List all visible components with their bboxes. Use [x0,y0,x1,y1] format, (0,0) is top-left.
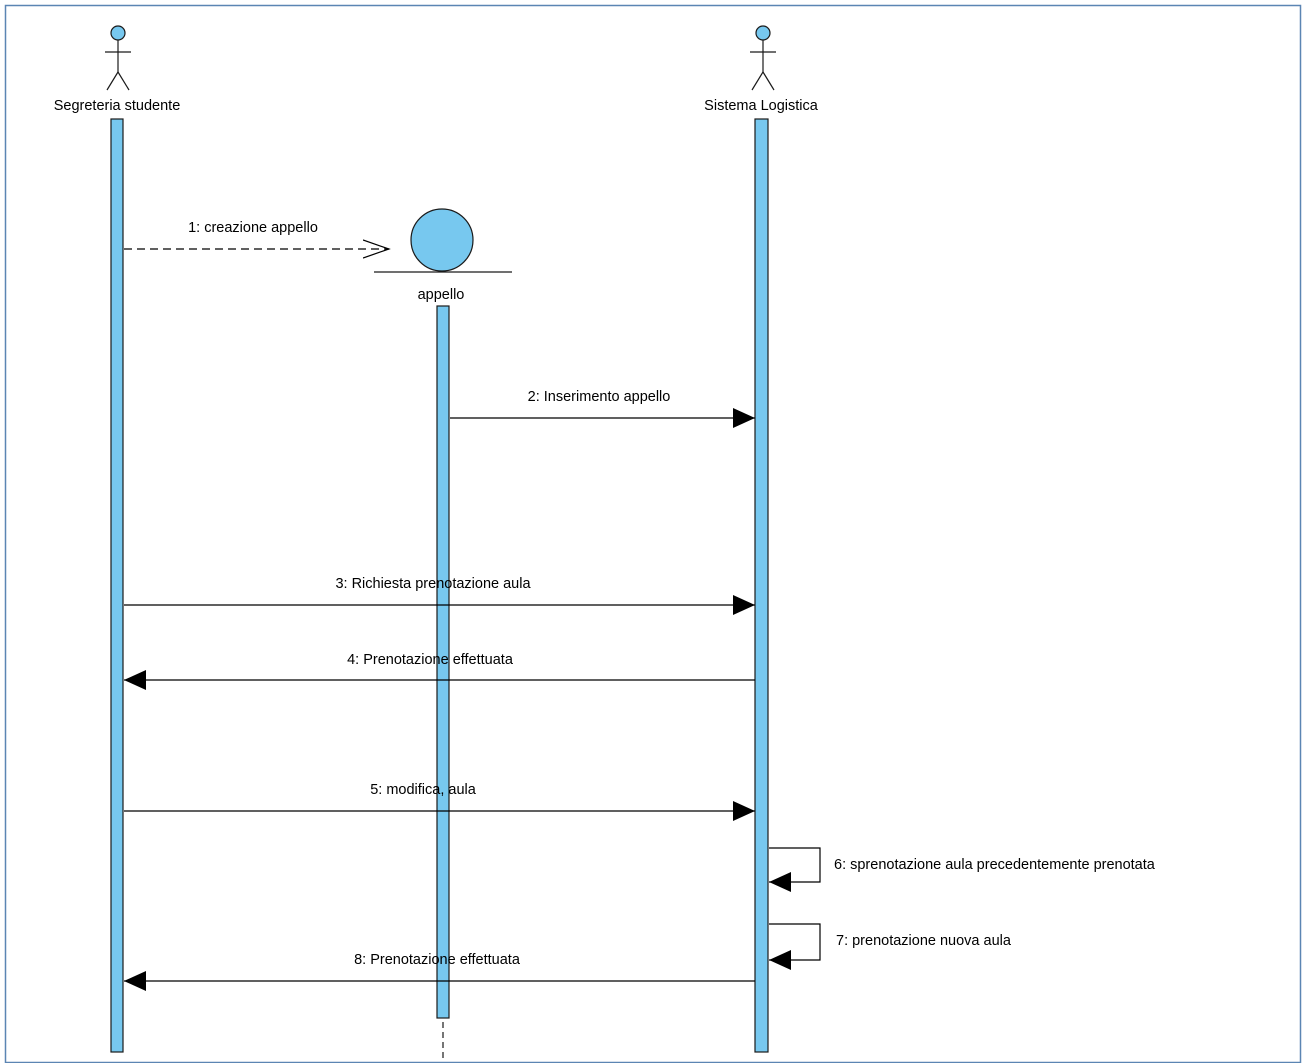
message-5[interactable]: 5: modifica, aula [124,782,755,821]
entity-label-appello: appello [418,287,465,303]
message-1-label: 1: creazione appello [188,220,318,236]
message-5-label: 5: modifica, aula [370,782,477,798]
diagram-frame [4,4,1302,1063]
actor-head-icon [110,25,126,41]
message-6-arrow [769,847,821,892]
message-2-label: 2: Inserimento appello [528,389,671,405]
activation-bar-appello [436,305,450,1019]
message-6-label: 6: sprenotazione aula precedentemente pr… [834,857,1156,873]
actor-sistema-logistica[interactable]: Sistema Logistica [704,25,819,114]
message-3-label: 3: Richiesta prenotazione aula [335,576,531,592]
actor-label-logistica: Sistema Logistica [704,98,819,114]
entity-appello[interactable]: appello [374,208,512,303]
entity-icon [410,208,474,272]
message-4[interactable]: 4: Prenotazione effettuata [124,652,755,690]
actor-leg-left [106,71,119,91]
activation-bar-segreteria [110,118,124,1053]
message-8[interactable]: 8: Prenotazione effettuata [124,952,755,991]
message-8-label: 8: Prenotazione effettuata [354,952,521,968]
actor-segreteria-studente[interactable]: Segreteria studente [54,25,181,114]
message-7-label: 7: prenotazione nuova aula [836,933,1012,949]
actor-head-icon [755,25,771,41]
message-7-arrow [769,923,821,970]
actor-leg-right [762,71,775,91]
message-1[interactable]: 1: creazione appello [124,220,389,249]
activation-bar-logistica [754,118,769,1053]
message-3[interactable]: 3: Richiesta prenotazione aula [124,576,755,615]
message-2[interactable]: 2: Inserimento appello [450,389,755,428]
actor-leg-left [751,71,764,91]
message-4-label: 4: Prenotazione effettuata [347,652,514,668]
message-7[interactable]: 7: prenotazione nuova aula [769,923,1012,970]
actor-leg-right [117,71,130,91]
message-6[interactable]: 6: sprenotazione aula precedentemente pr… [769,847,1156,892]
actor-label-segreteria: Segreteria studente [54,98,181,114]
